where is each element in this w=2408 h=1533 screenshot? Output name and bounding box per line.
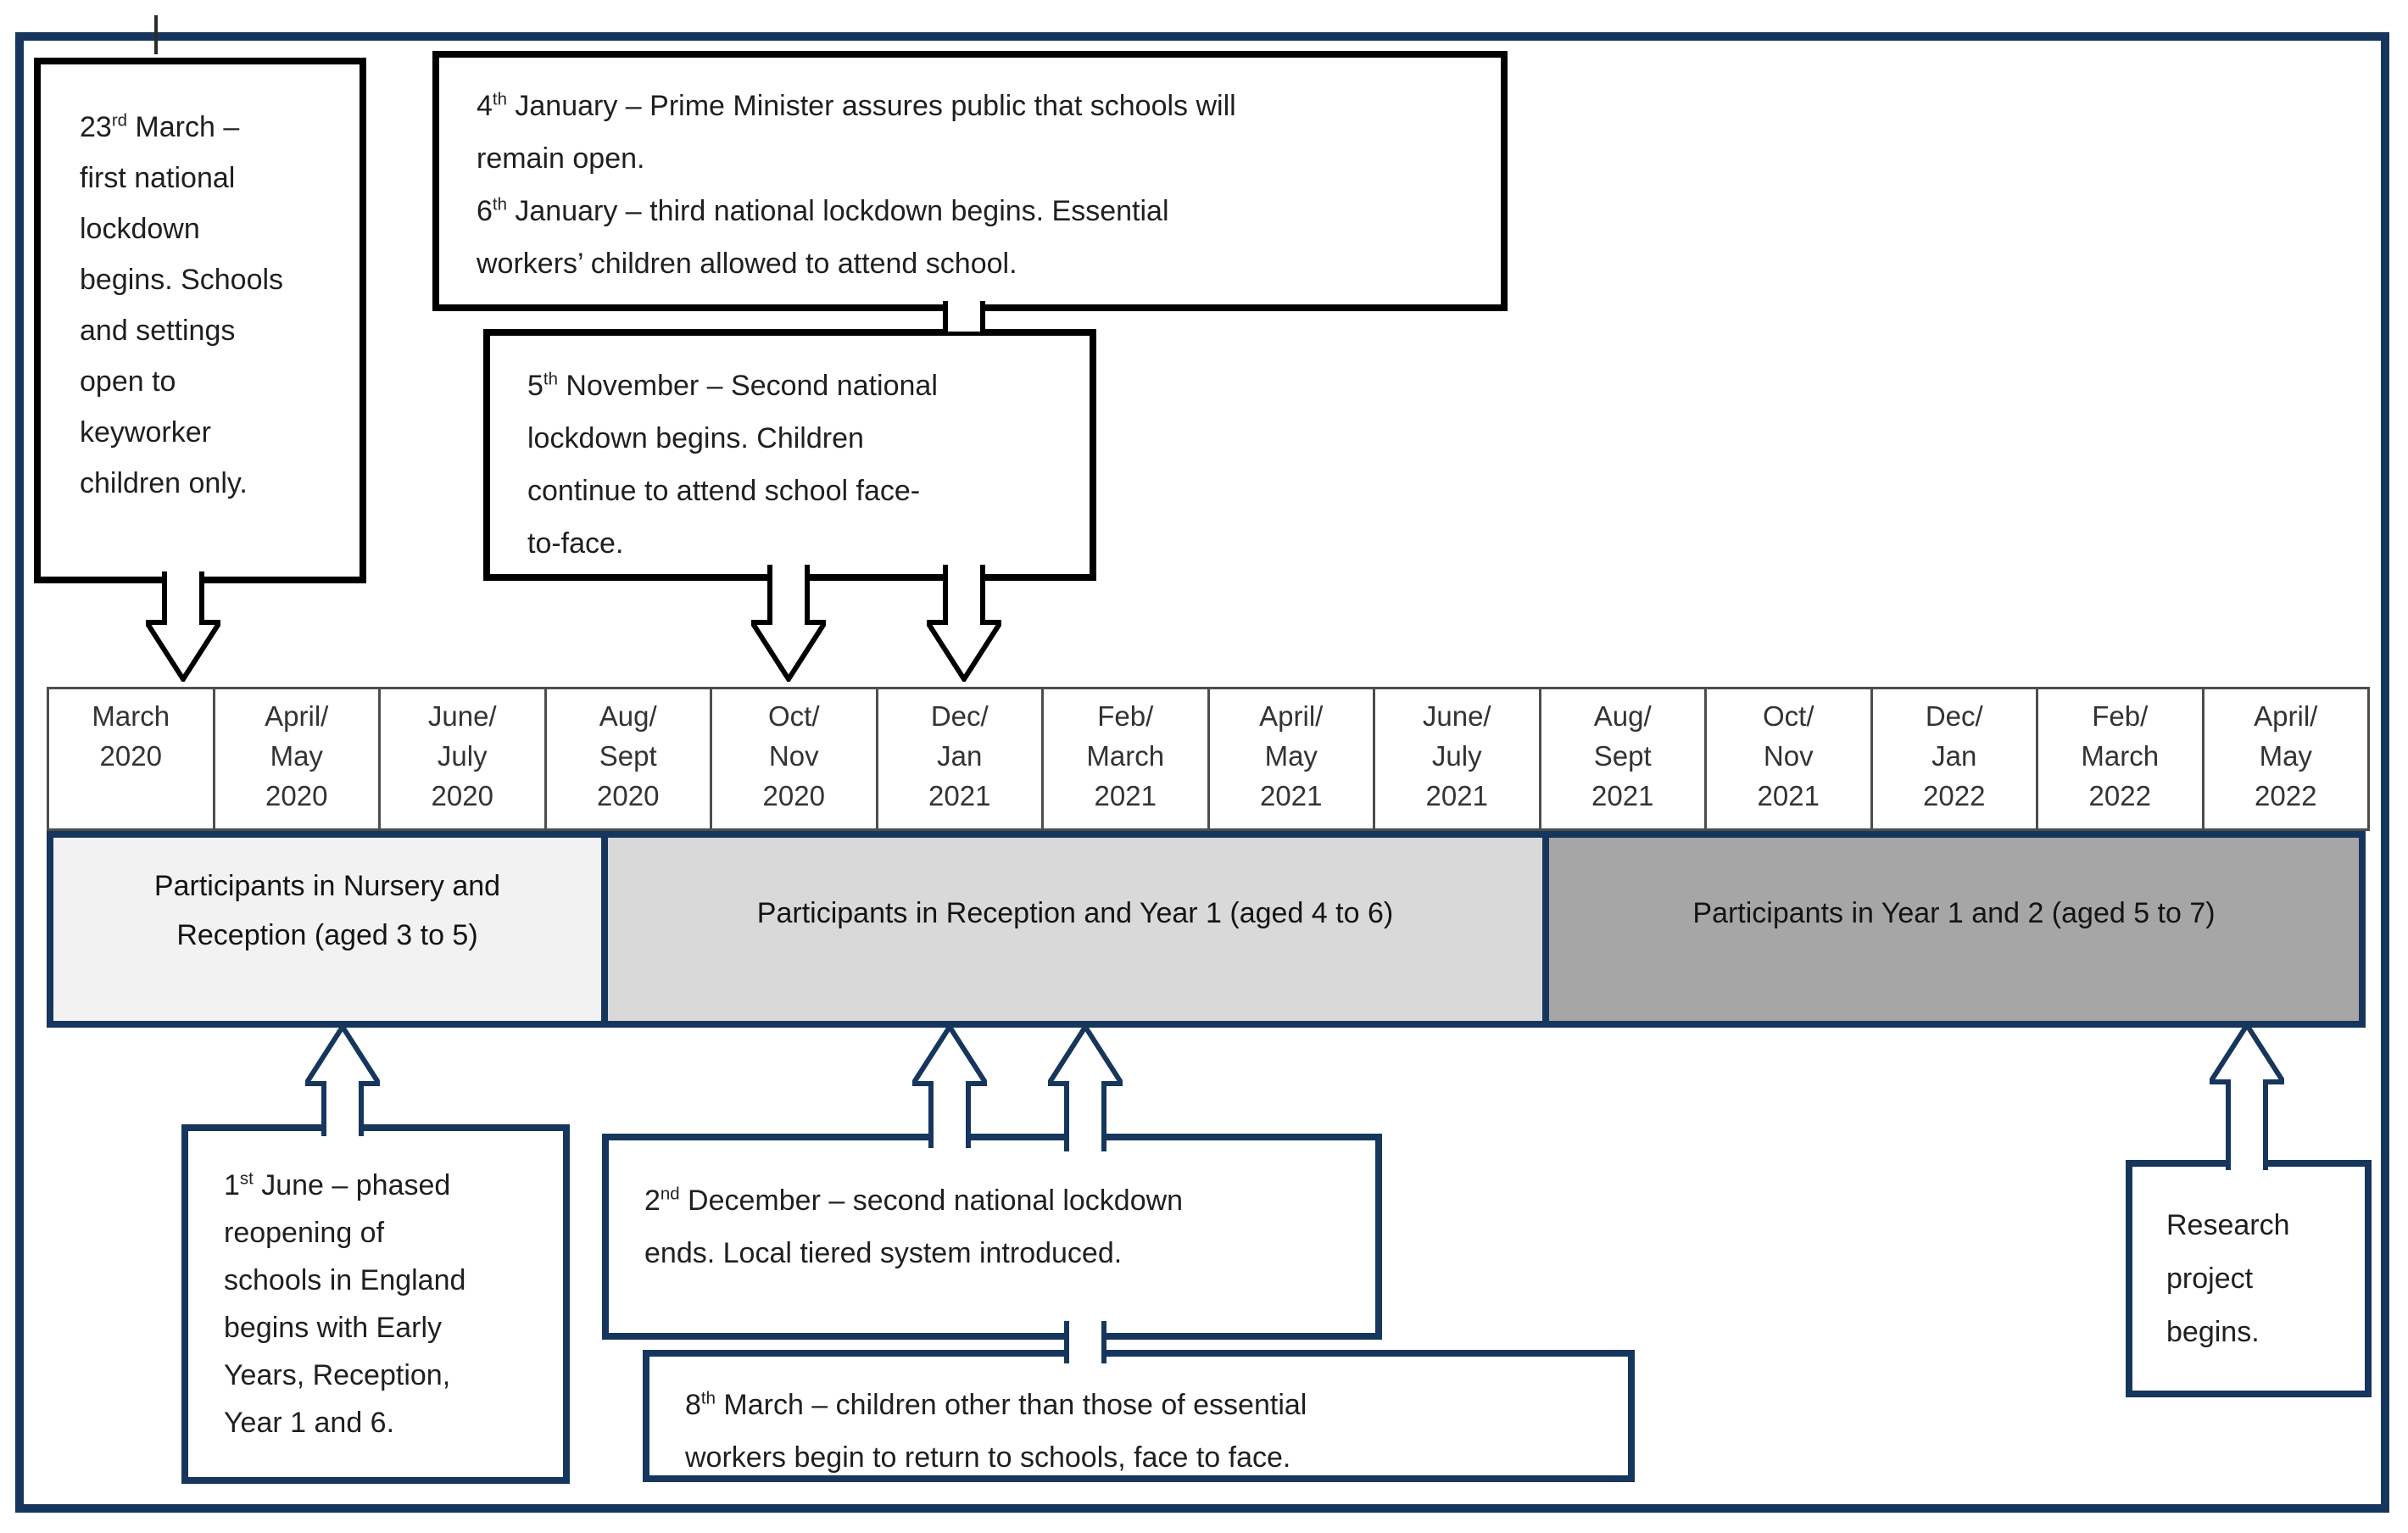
annotation-box-second-lockdown: 5th November – Second national lockdown … bbox=[483, 329, 1096, 581]
annotation-line: continue to attend school face- bbox=[527, 475, 921, 507]
annotation-line: begins. Schools bbox=[80, 264, 284, 296]
annotation-line: project bbox=[2166, 1263, 2254, 1295]
annotation-line: 23rd March – bbox=[80, 111, 240, 143]
annotation-line: reopening of bbox=[224, 1217, 385, 1249]
annotation-line: and settings bbox=[80, 315, 236, 347]
participant-band-year1-2: Participants in Year 1 and 2 (aged 5 to … bbox=[1542, 831, 2366, 1028]
annotation-line: 2nd December – second national lockdown bbox=[644, 1185, 1184, 1217]
down-arrow-icon bbox=[146, 571, 220, 682]
annotation-line: lockdown begins. Children bbox=[527, 422, 864, 454]
annotation-line: workers’ children allowed to attend scho… bbox=[477, 248, 1017, 280]
annotation-box-phased-reopening: 1st June – phased reopening of schools i… bbox=[181, 1124, 570, 1484]
annotation-line: 4th January – Prime Minister assures pub… bbox=[477, 90, 1236, 122]
down-arrow-icon bbox=[927, 565, 1001, 682]
annotation-box-january-lockdown: 4th January – Prime Minister assures pub… bbox=[432, 51, 1508, 311]
annotation-line: remain open. bbox=[477, 142, 645, 175]
annotation-line: ends. Local tiered system introduced. bbox=[644, 1237, 1123, 1269]
connector-icon bbox=[1063, 1321, 1107, 1363]
up-arrow-icon bbox=[305, 1024, 380, 1136]
annotation-box-research-begins: Research project begins. bbox=[2126, 1160, 2372, 1397]
annotation-line: 6th January – third national lockdown be… bbox=[477, 195, 1169, 227]
annotation-line: Research bbox=[2166, 1209, 2290, 1241]
up-arrow-icon bbox=[2210, 1023, 2284, 1170]
annotation-line: lockdown bbox=[80, 213, 200, 245]
annotation-line: to-face. bbox=[527, 527, 624, 560]
annotation-box-first-lockdown: 23rd March – first national lockdown beg… bbox=[34, 58, 366, 583]
annotation-line: keyworker bbox=[80, 416, 211, 449]
annotation-line: 1st June – phased bbox=[224, 1169, 451, 1201]
up-arrow-icon bbox=[1048, 1024, 1123, 1151]
annotation-line: 5th November – Second national bbox=[527, 370, 938, 402]
annotation-line: children only. bbox=[80, 467, 248, 499]
tick-mark bbox=[154, 15, 158, 54]
annotation-line: first national bbox=[80, 162, 236, 194]
diagram-border bbox=[15, 32, 2389, 1513]
annotation-line: 8th March – children other than those of… bbox=[685, 1389, 1307, 1421]
annotation-line: begins with Early bbox=[224, 1312, 443, 1344]
participant-band-nursery-reception: Participants in Nursery and Reception (a… bbox=[47, 831, 608, 1028]
annotation-line: open to bbox=[80, 365, 176, 398]
annotation-line: Year 1 and 6. bbox=[224, 1407, 395, 1439]
annotation-line: begins. bbox=[2166, 1316, 2260, 1348]
annotation-box-lockdown-ends: 2nd December – second national lockdown … bbox=[602, 1134, 1382, 1340]
down-arrow-icon bbox=[751, 565, 826, 682]
annotation-box-return-to-school: 8th March – children other than those of… bbox=[643, 1350, 1635, 1482]
up-arrow-icon bbox=[912, 1024, 987, 1148]
annotation-line: schools in England bbox=[224, 1264, 466, 1296]
participant-band-reception-year1: Participants in Reception and Year 1 (ag… bbox=[601, 831, 1549, 1028]
annotation-line: workers begin to return to schools, face… bbox=[685, 1441, 1291, 1474]
connector-icon bbox=[942, 301, 986, 332]
annotation-line: Years, Reception, bbox=[224, 1359, 451, 1391]
